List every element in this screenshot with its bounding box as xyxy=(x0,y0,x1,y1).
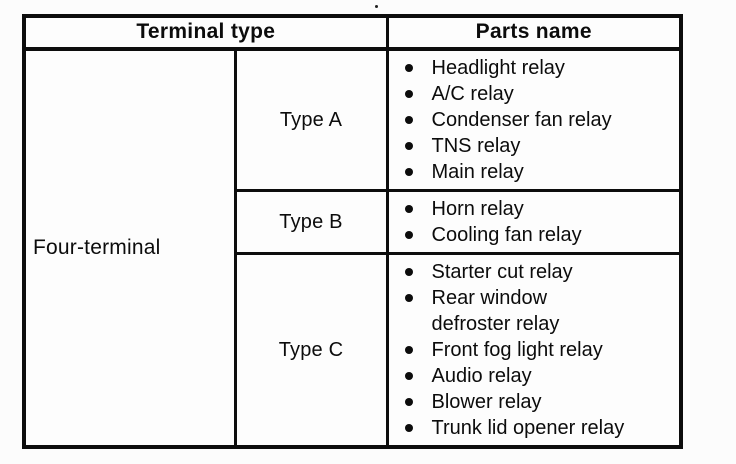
list-item: Trunk lid opener relay xyxy=(389,415,678,441)
list-item: TNS relay xyxy=(389,133,678,159)
list-item: Rear window defroster relay xyxy=(389,285,678,337)
list-item: Cooling fan relay xyxy=(389,222,678,248)
relay-terminal-table: Terminal type Parts name Four-terminal T… xyxy=(22,14,684,449)
list-item: A/C relay xyxy=(389,81,678,107)
terminal-group-cell: Four-terminal xyxy=(22,47,237,449)
table-row-type-b: Type B Horn relay Cooling fan relay xyxy=(24,189,683,255)
type-a-label-cell: Type A xyxy=(233,47,389,192)
list-item: Horn relay xyxy=(389,196,678,222)
type-a-parts-list: Headlight relay A/C relay Condenser fan … xyxy=(389,55,678,185)
column-header-terminal-type: Terminal type xyxy=(22,14,389,51)
column-header-parts-name: Parts name xyxy=(385,14,683,51)
table-row-type-a: Four-terminal Type A Headlight relay A/C… xyxy=(22,47,683,449)
type-b-parts-list: Horn relay Cooling fan relay xyxy=(389,196,678,248)
table-row-type-c: Type C Starter cut relay Rear window def… xyxy=(24,252,683,449)
type-b-parts-cell: Horn relay Cooling fan relay xyxy=(385,189,683,255)
list-item: Front fog light relay xyxy=(389,337,678,363)
table-header-row: Terminal type Parts name xyxy=(22,14,683,51)
type-a-parts-cell: Headlight relay A/C relay Condenser fan … xyxy=(385,47,683,192)
type-c-parts-list: Starter cut relay Rear window defroster … xyxy=(389,259,678,441)
list-item: Headlight relay xyxy=(389,55,678,81)
scan-artifact-dot xyxy=(375,5,378,8)
list-item: Starter cut relay xyxy=(389,259,678,285)
type-c-parts-cell: Starter cut relay Rear window defroster … xyxy=(385,252,683,449)
type-c-label-cell: Type C xyxy=(233,252,389,449)
list-item: Blower relay xyxy=(389,389,678,415)
type-b-label-cell: Type B xyxy=(233,189,389,255)
list-item: Condenser fan relay xyxy=(389,107,678,133)
list-item: Audio relay xyxy=(389,363,678,389)
list-item: Main relay xyxy=(389,159,678,185)
